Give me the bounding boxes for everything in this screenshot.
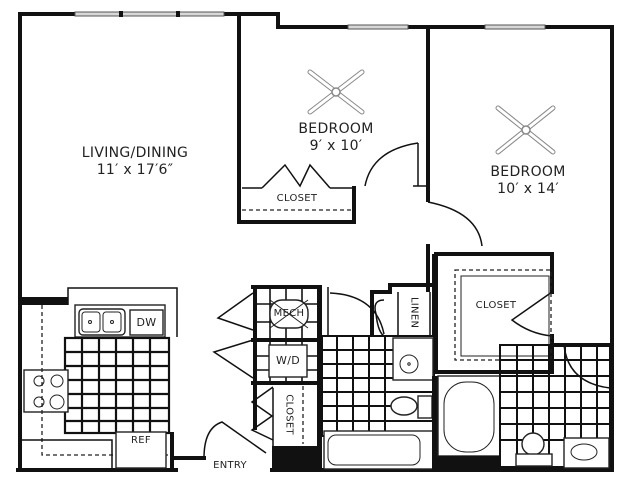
windows [74, 11, 546, 30]
kitchen [20, 287, 178, 470]
exterior-walls [16, 12, 614, 472]
dishwasher-label: DW [136, 316, 157, 329]
bedroom-1-closet-label: CLOSET [276, 193, 318, 204]
entry-label: ENTRY [213, 460, 247, 471]
linen-label: LINEN [408, 296, 420, 329]
entry-hall [172, 285, 322, 470]
living-dining-name: LIVING/DINING [81, 145, 189, 161]
ceiling-fan-icon [495, 105, 556, 155]
refrigerator-label: REF [131, 435, 151, 446]
mech-label: MECH [273, 308, 305, 319]
bedroom-1-name: BEDROOM [298, 121, 374, 137]
center-bath [321, 254, 438, 470]
living-dining-dimensions: 11′ x 17′6″ [96, 162, 174, 178]
bedroom-2-dimensions: 10′ x 14′ [497, 181, 559, 197]
ceiling-fan-icon [307, 69, 365, 115]
hall-closet-label: CLOSET [283, 394, 295, 435]
bedroom-1-walls [237, 12, 430, 224]
bedroom-1-dimensions: 9′ x 10′ [309, 138, 363, 154]
bedroom-2-closet-label: CLOSET [475, 300, 517, 311]
washer-dryer-label: W/D [276, 354, 300, 367]
right-bath [432, 344, 611, 470]
bedroom-2-name: BEDROOM [490, 164, 566, 180]
